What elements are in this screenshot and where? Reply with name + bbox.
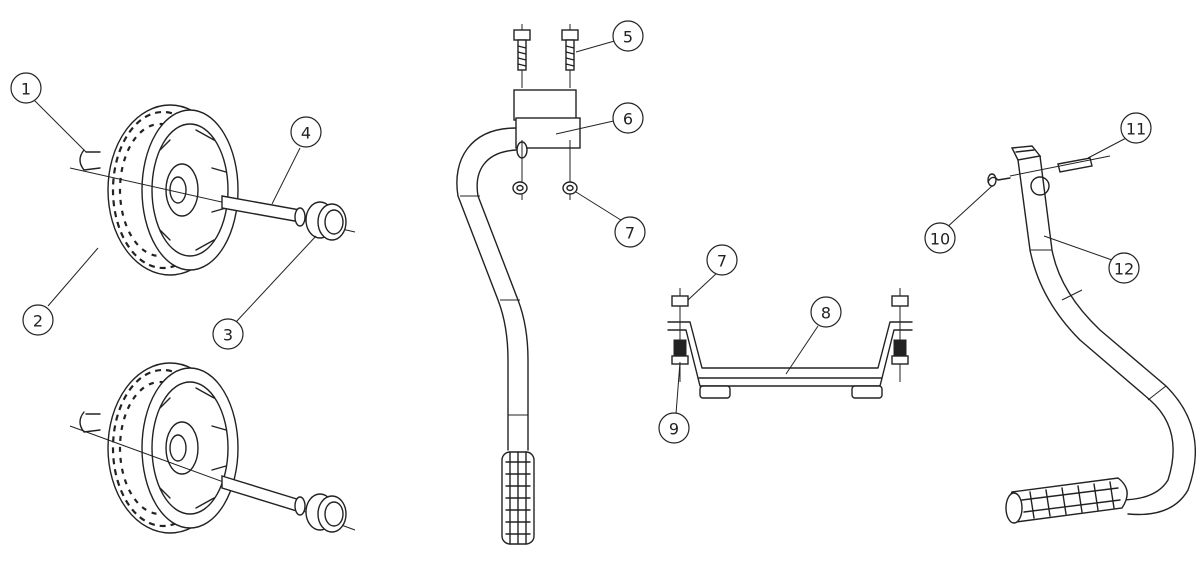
left-handle <box>456 24 581 545</box>
svg-text:3: 3 <box>223 326 233 345</box>
svg-text:12: 12 <box>1114 260 1134 279</box>
svg-text:7: 7 <box>717 252 727 271</box>
svg-text:2: 2 <box>33 312 43 331</box>
callout-6: 6 <box>612 102 644 134</box>
svg-text:10: 10 <box>930 230 950 249</box>
callout-3: 3 <box>212 318 244 350</box>
svg-text:7: 7 <box>625 224 635 243</box>
callout-1: 1 <box>10 72 42 104</box>
svg-text:5: 5 <box>623 28 633 47</box>
callout-10: 10 <box>924 222 956 254</box>
svg-text:6: 6 <box>623 110 633 129</box>
callout-12: 12 <box>1108 252 1140 284</box>
leader-lines <box>33 39 1131 415</box>
svg-text:11: 11 <box>1126 120 1146 139</box>
callout-11: 11 <box>1120 112 1152 144</box>
svg-text:1: 1 <box>21 80 31 99</box>
svg-text:8: 8 <box>821 304 831 323</box>
wheel-assembly-bottom <box>69 362 356 534</box>
callout-4: 4 <box>290 116 322 148</box>
callout-9: 9 <box>658 412 690 444</box>
callout-7b: 7 <box>706 244 738 276</box>
callout-5: 5 <box>612 20 644 52</box>
callout-2: 2 <box>22 304 54 336</box>
right-handle <box>987 145 1196 524</box>
base-bracket <box>667 288 913 399</box>
svg-text:9: 9 <box>669 420 679 439</box>
wheel-assembly-top <box>69 104 356 276</box>
callout-8: 8 <box>810 296 842 328</box>
callout-7: 7 <box>614 216 646 248</box>
svg-text:4: 4 <box>301 124 311 143</box>
